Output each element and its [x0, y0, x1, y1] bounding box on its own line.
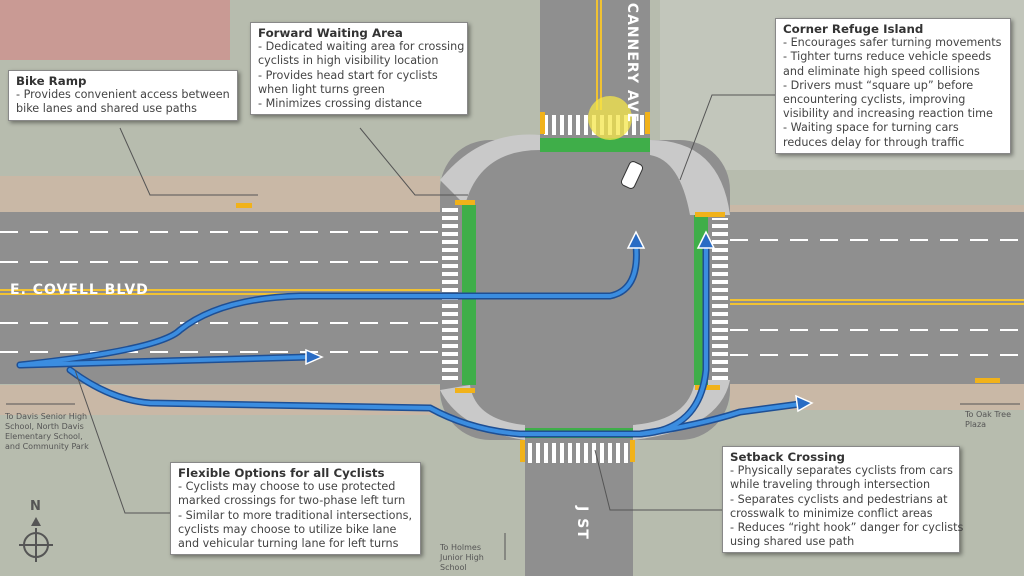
callout-corner-refuge-island: Corner Refuge Island - Encourages safer …: [775, 18, 1011, 154]
corner-island-nw: [440, 134, 540, 205]
street-label-j-st: J ST: [573, 506, 590, 540]
callout-line: visibility and increasing reaction time: [783, 107, 993, 121]
callout-line: when light turns green: [258, 82, 385, 96]
compass-north-label: N: [30, 499, 41, 514]
callout-line: while traveling through intersection: [730, 478, 931, 492]
callout-bike-ramp: Bike Ramp - Provides convenient access b…: [8, 70, 238, 121]
compass-icon: [19, 528, 53, 562]
lane-lines: [0, 231, 1024, 356]
callout-title: Forward Waiting Area: [258, 26, 403, 40]
callout-line: and vehicular turning lane for left turn…: [178, 537, 399, 551]
center-lines: [0, 0, 1024, 305]
callout-line: and eliminate high speed collisions: [783, 64, 980, 78]
callout-line: crosswalk to minimize conflict areas: [730, 506, 933, 520]
callout-line: - Provides convenient access between: [16, 88, 230, 102]
callout-line: - Minimizes crossing distance: [258, 97, 422, 111]
destination-east: To Oak Tree Plaza: [965, 410, 1012, 429]
leader-lines: [74, 94, 775, 514]
callout-setback-crossing: Setback Crossing - Physically separates …: [722, 446, 964, 554]
callout-line: - Physically separates cyclists from car…: [730, 464, 953, 478]
callout-title: Bike Ramp: [16, 74, 87, 88]
callout-line: reduces delay for through traffic: [783, 135, 965, 149]
bike-paths-highlight: [18, 243, 802, 436]
callout-line: - Tighter turns reduce vehicle speeds: [783, 50, 992, 64]
callout-line: - Cyclists may choose to use protected: [178, 480, 396, 494]
street-label-cannery: CANNERY AVE: [624, 2, 641, 124]
callout-title: Flexible Options for all Cyclists: [178, 466, 385, 480]
signal-detection-zone: [588, 96, 632, 140]
callout-line: marked crossings for two-phase left turn: [178, 494, 406, 508]
callout-line: - Drivers must “square up” before: [783, 78, 974, 92]
callout-title: Corner Refuge Island: [783, 22, 924, 36]
callout-line: cyclists may choose to utilize bike lane: [178, 522, 397, 536]
callout-line: - Separates cyclists and pedestrians at: [730, 492, 948, 506]
callout-line: - Similar to more traditional intersecti…: [178, 508, 412, 522]
north-arrow-icon: [31, 517, 41, 526]
callout-line: bike lanes and shared use paths: [16, 102, 197, 116]
callout-line: - Dedicated waiting area for crossing: [258, 40, 465, 54]
callout-line: encountering cyclists, improving: [783, 93, 966, 107]
corner-island-sw: [440, 385, 525, 440]
intersection: [440, 140, 730, 440]
callout-line: - Encourages safer turning movements: [783, 36, 1002, 50]
car-icon: [620, 161, 644, 189]
callout-title: Setback Crossing: [730, 450, 845, 464]
callout-flexible-options: Flexible Options for all Cyclists - Cycl…: [170, 462, 421, 556]
sidewalk-nw: [0, 176, 440, 212]
callout-line: - Reduces “right hook” danger for cyclis…: [730, 521, 964, 535]
destination-south: To Holmes Junior High School: [440, 543, 484, 572]
callout-line: cyclists in high visibility location: [258, 54, 439, 68]
curb-markers: [236, 112, 1000, 462]
bike-crossing-north: [540, 138, 650, 152]
arrowheads: [305, 230, 814, 413]
corner-island-se: [633, 380, 730, 440]
callout-line: - Provides head start for cyclists: [258, 68, 438, 82]
callout-forward-waiting-area: Forward Waiting Area - Dedicated waiting…: [250, 22, 468, 116]
callout-line: - Waiting space for turning cars: [783, 121, 959, 135]
street-label-covell: E. COVELL BLVD: [10, 282, 149, 298]
callout-line: using shared use path: [730, 535, 855, 549]
destination-west: To Davis Senior High School, North Davis…: [5, 412, 89, 451]
building: [0, 0, 230, 60]
corner-island-ne: [650, 140, 730, 215]
